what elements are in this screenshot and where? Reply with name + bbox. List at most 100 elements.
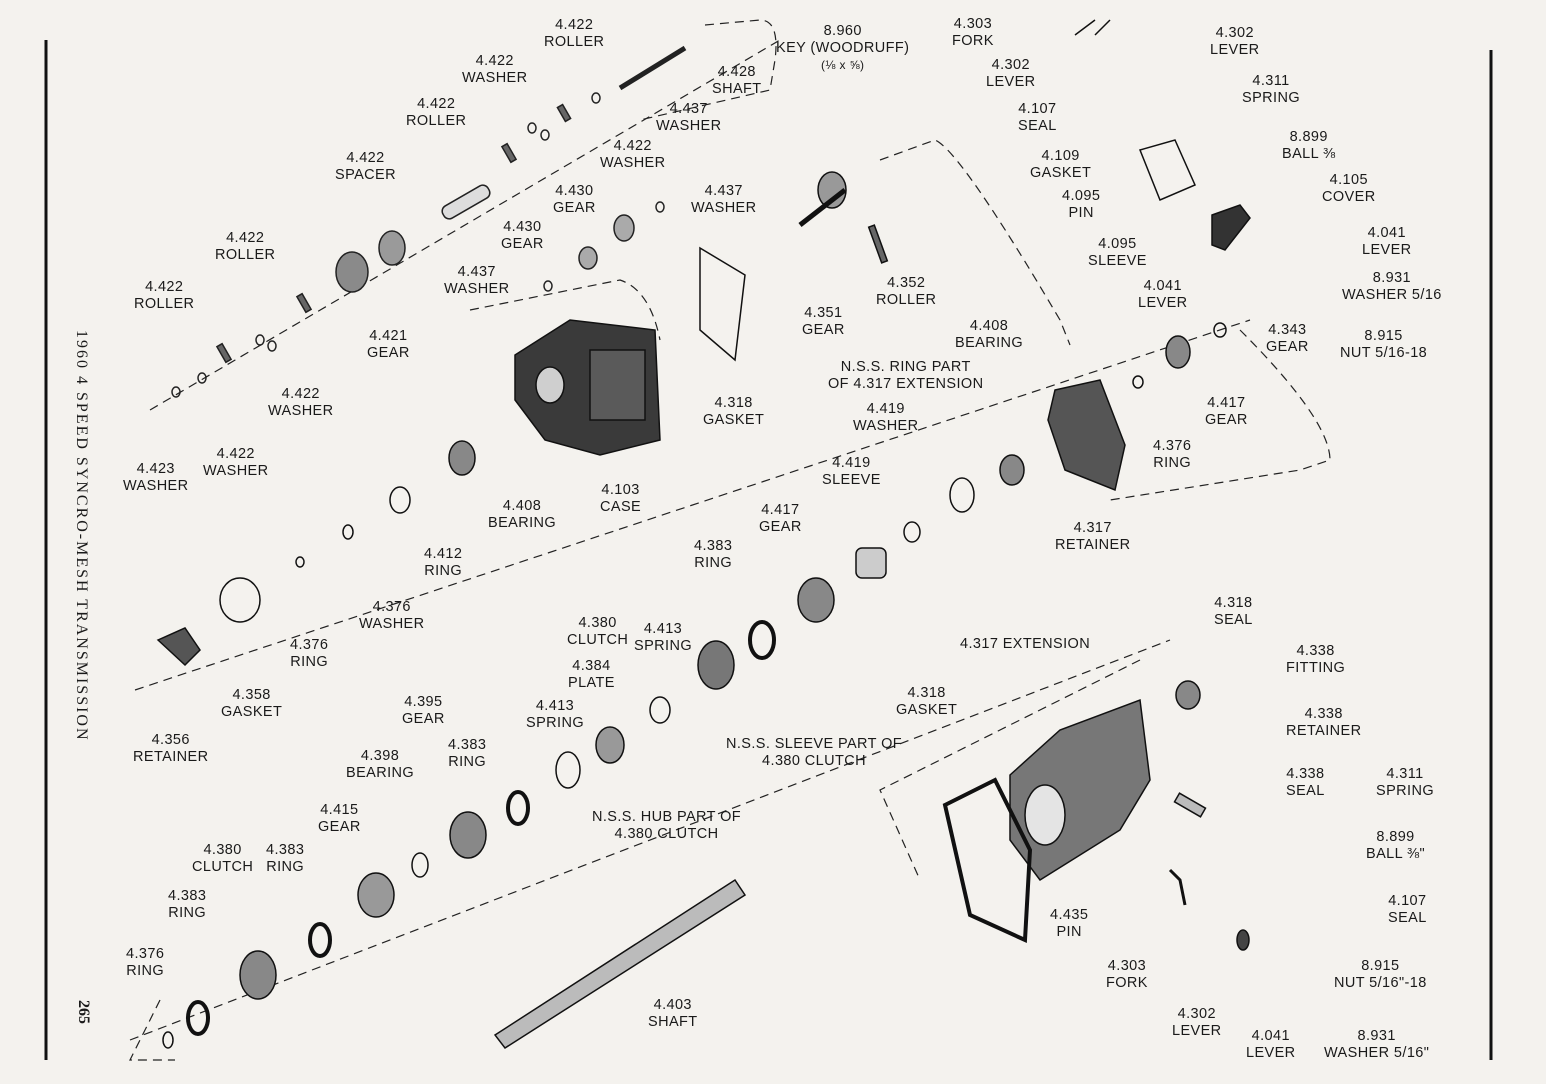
spacer: [441, 184, 491, 220]
reverse-gear: [613, 214, 635, 242]
case-gasket: [699, 246, 746, 362]
extension-gasket: [942, 777, 1033, 944]
cover-gasket: [1138, 139, 1196, 201]
transmission-case: [514, 246, 746, 456]
cluster-gear-small: [378, 230, 406, 266]
mainshaft-parts: [156, 171, 1025, 1050]
countershaft-parts: [171, 45, 687, 398]
third-gear: [797, 577, 835, 623]
part-label: 4.317 EXTENSION: [960, 636, 1091, 652]
cover: [1211, 204, 1251, 251]
rear-retainer: [1047, 379, 1126, 492]
page-number: 265: [75, 1000, 92, 1024]
output-shaft: [493, 878, 747, 1050]
rear-parts: [942, 19, 1251, 951]
side-title: 1960 4 SPEED SYNCRO-MESH TRANSMISSION: [73, 330, 90, 742]
assembly-axes: [129, 19, 1331, 1061]
reverse-gear-2: [578, 246, 598, 270]
input-gear: [817, 171, 847, 209]
front-retainer: [156, 627, 201, 667]
